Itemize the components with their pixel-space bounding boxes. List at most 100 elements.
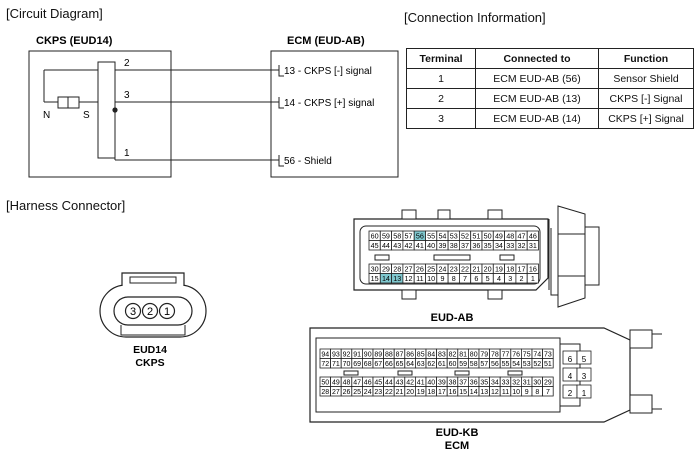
eud-kb-pin-70: 70	[340, 358, 353, 369]
svg-text:50: 50	[321, 379, 329, 386]
svg-text:2: 2	[147, 306, 153, 318]
svg-text:44: 44	[382, 241, 390, 250]
eud-kb-pin-40: 40	[425, 376, 438, 387]
eud-kb-pin-81: 81	[457, 348, 469, 359]
svg-text:13 - CKPS [-] signal: 13 - CKPS [-] signal	[284, 66, 372, 77]
svg-text:32: 32	[518, 241, 526, 250]
svg-text:9: 9	[525, 389, 529, 396]
cell-connected-to: ECM EUD-AB (56)	[475, 68, 599, 89]
svg-text:8: 8	[535, 389, 539, 396]
svg-text:8: 8	[452, 274, 456, 283]
svg-text:3: 3	[508, 274, 512, 283]
svg-text:16: 16	[529, 264, 537, 273]
eud-ab-pin-46: 46	[526, 230, 539, 241]
eud-ab-pin-26: 26	[413, 263, 426, 274]
ckps-connector-label2: CKPS	[135, 357, 164, 369]
svg-text:35: 35	[480, 379, 488, 386]
eud-kb-pin-24: 24	[361, 386, 374, 397]
svg-text:48: 48	[506, 231, 514, 240]
eud-ab-pin-44: 44	[379, 240, 392, 251]
pole-s-label: S	[83, 110, 90, 121]
ckps-pin-1: 1	[158, 302, 176, 320]
svg-text:7: 7	[546, 389, 550, 396]
eud-ab-pin-53: 53	[447, 230, 460, 241]
cell-terminal: 1	[406, 68, 476, 89]
eud-ab-pin-17: 17	[515, 263, 528, 274]
eud-kb-pin-59: 59	[457, 358, 469, 369]
svg-text:85: 85	[417, 351, 425, 358]
eud-ab-pin-31: 31	[526, 240, 539, 251]
cell-connected-to: ECM EUD-AB (14)	[475, 108, 599, 129]
svg-text:78: 78	[491, 351, 499, 358]
svg-text:47: 47	[353, 379, 361, 386]
eud-kb-pin-28: 28	[319, 386, 332, 397]
svg-text:38: 38	[450, 241, 458, 250]
eud-kb-pin-80: 80	[467, 348, 480, 359]
svg-text:80: 80	[470, 351, 478, 358]
eud-ab-pin-4: 4	[492, 273, 505, 284]
eud-kb-pin-69: 69	[351, 358, 363, 369]
eud-kb-pin-36: 36	[467, 376, 480, 387]
eud-kb-pin-60: 60	[446, 358, 459, 369]
eud-kb-pin-63: 63	[414, 358, 427, 369]
eud-kb-pin-57: 57	[478, 358, 491, 369]
eud-kb-pin-33: 33	[499, 376, 512, 387]
eud-kb-pin-18: 18	[425, 386, 438, 397]
eud-ab-pin-21: 21	[470, 263, 483, 274]
eud-kb-pin-52: 52	[531, 358, 544, 369]
svg-text:4: 4	[497, 274, 501, 283]
svg-text:72: 72	[321, 361, 329, 368]
eud-kb-pin-88: 88	[383, 348, 395, 359]
eud-kb-pin-7: 7	[542, 386, 554, 397]
svg-text:53: 53	[523, 361, 531, 368]
svg-text:2: 2	[568, 389, 573, 398]
eud-ab-pin-35: 35	[481, 240, 494, 251]
eud-kb-pin-50: 50	[319, 376, 332, 387]
svg-text:89: 89	[374, 351, 382, 358]
svg-text:31: 31	[523, 379, 531, 386]
svg-text:12: 12	[405, 274, 413, 283]
svg-text:21: 21	[396, 389, 404, 396]
eud-kb-pin-32: 32	[510, 376, 522, 387]
svg-text:17: 17	[438, 389, 446, 396]
eud-kb-pin-25: 25	[351, 386, 363, 397]
svg-text:20: 20	[406, 389, 414, 396]
svg-text:68: 68	[364, 361, 372, 368]
eud-ab-pin-49: 49	[492, 230, 505, 241]
svg-text:51: 51	[544, 361, 552, 368]
svg-text:92: 92	[343, 351, 351, 358]
eud-kb-pin-94: 94	[319, 348, 332, 359]
svg-text:37: 37	[459, 379, 467, 386]
svg-text:34: 34	[495, 241, 503, 250]
cell-terminal: 3	[406, 108, 476, 129]
svg-text:42: 42	[406, 379, 414, 386]
eud-kb-pin-89: 89	[372, 348, 385, 359]
svg-text:27: 27	[332, 389, 340, 396]
svg-text:59: 59	[382, 231, 390, 240]
eud-ab-pin-58: 58	[391, 230, 404, 241]
ckps-title: CKPS (EUD14)	[36, 35, 113, 47]
eud-ab-pin-32: 32	[515, 240, 528, 251]
eud-ab-pin-7: 7	[458, 273, 472, 284]
eud-kb-pin-65: 65	[393, 358, 406, 369]
svg-text:54: 54	[438, 231, 446, 240]
svg-text:55: 55	[502, 361, 510, 368]
cell-function: CKPS [+] Signal	[598, 108, 694, 129]
eud-kb-pin-43: 43	[393, 376, 406, 387]
eud-kb-pin-53: 53	[521, 358, 533, 369]
connection-info-header: [Connection Information]	[404, 10, 546, 25]
svg-text:41: 41	[416, 241, 424, 250]
svg-text:40: 40	[427, 379, 435, 386]
eud-ab-pin-38: 38	[447, 240, 460, 251]
eud-ab-pin-3: 3	[504, 273, 517, 284]
svg-text:16: 16	[449, 389, 457, 396]
ecm-terminal-14: 14 - CKPS [+] signal	[278, 97, 374, 109]
svg-text:84: 84	[427, 351, 435, 358]
svg-text:56: 56	[491, 361, 499, 368]
svg-text:11: 11	[502, 389, 509, 396]
eud-kb-pin-64: 64	[404, 358, 416, 369]
eud-kb-pin-4: 4	[562, 367, 578, 382]
eud-kb-pin-23: 23	[372, 386, 385, 397]
svg-text:64: 64	[406, 361, 414, 368]
